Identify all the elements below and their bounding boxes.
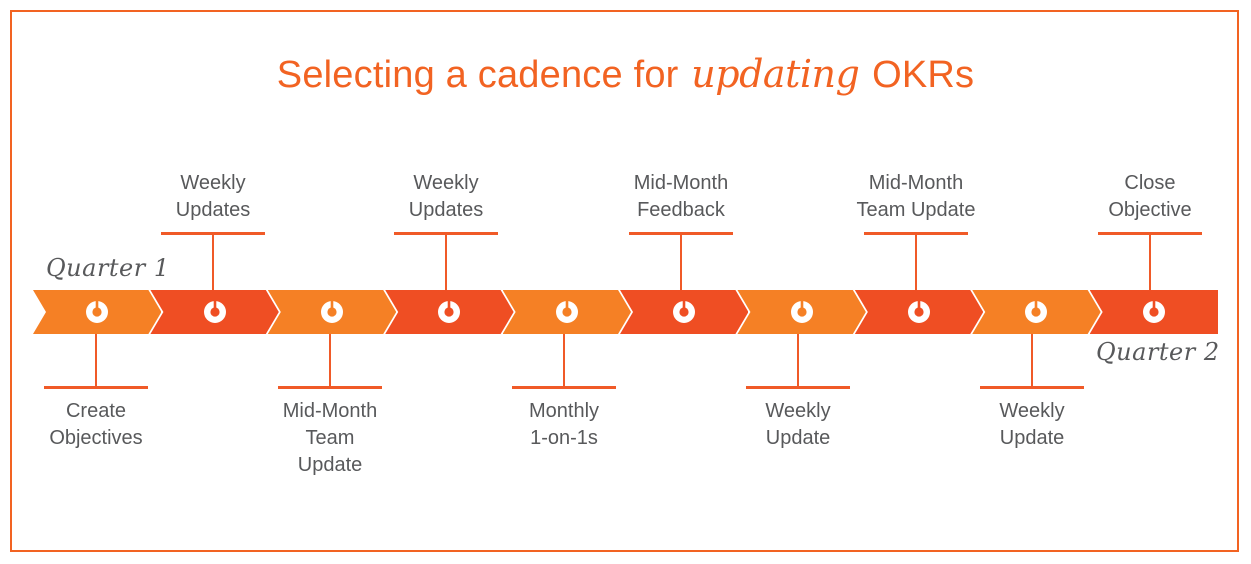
- connector-stem-bottom-1: [95, 334, 97, 386]
- milestone-label-bottom-5: Weekly Update: [999, 400, 1065, 449]
- connector-rule-top-2: [394, 232, 498, 235]
- milestone-label-top-1: Weekly Updates: [175, 172, 251, 221]
- milestone-label-top-5: Close Objective: [1108, 172, 1192, 221]
- connector-stem-bottom-2: [329, 334, 331, 386]
- milestone-label-top-3: Mid-Month Feedback: [633, 172, 729, 221]
- connector-rule-top-4: [864, 232, 968, 235]
- power-icon: [671, 299, 697, 325]
- timeline-segment-2[interactable]: [150, 290, 278, 334]
- connector-rule-bottom-2: [278, 386, 382, 389]
- timeline-segment-8[interactable]: [855, 290, 983, 334]
- timeline-segment-9[interactable]: [972, 290, 1100, 334]
- timeline-segment-3[interactable]: [268, 290, 396, 334]
- power-icon: [84, 299, 110, 325]
- milestone-label-top-4: Mid-Month Team Update: [856, 172, 976, 221]
- milestone-label-bottom-3: Monthly 1-on-1s: [528, 400, 600, 449]
- connector-rule-top-5: [1098, 232, 1202, 235]
- milestone-label-top-2: Weekly Updates: [408, 172, 484, 221]
- page-title: Selecting a cadence for updating OKRs: [0, 52, 1251, 97]
- quarter-1-label: Quarter 1: [46, 254, 170, 282]
- timeline-segment-5[interactable]: [503, 290, 631, 334]
- timeline-segment-6[interactable]: [620, 290, 748, 334]
- power-icon: [1142, 299, 1165, 323]
- timeline-segment-7[interactable]: [737, 290, 865, 334]
- connector-rule-bottom-4: [746, 386, 850, 389]
- milestone-label-bottom-1: Create Objectives: [49, 400, 143, 449]
- milestone-label-bottom-2: Mid-Month Team Update: [282, 400, 378, 476]
- connector-stem-top-1: [212, 232, 214, 290]
- power-icon: [554, 299, 580, 325]
- timeline-band: [33, 290, 1219, 334]
- connector-rule-top-3: [629, 232, 733, 235]
- connector-stem-bottom-4: [797, 334, 799, 386]
- milestone-label-bottom-4: Weekly Update: [765, 400, 831, 449]
- connector-stem-top-4: [915, 232, 917, 290]
- power-icon: [319, 299, 345, 325]
- connector-rule-bottom-3: [512, 386, 616, 389]
- connector-rule-bottom-1: [44, 386, 148, 389]
- connector-stem-top-3: [680, 232, 682, 290]
- connector-rule-bottom-5: [980, 386, 1084, 389]
- title-part-2: OKRs: [861, 54, 975, 96]
- timeline-segment-1[interactable]: [33, 290, 161, 334]
- title-part-1: Selecting a cadence for: [276, 54, 690, 96]
- connector-stem-bottom-3: [563, 334, 565, 386]
- power-icon: [906, 299, 932, 325]
- power-icon: [1023, 299, 1049, 325]
- timeline-segment-4[interactable]: [385, 290, 513, 334]
- title-script-word: updating: [691, 52, 860, 96]
- connector-stem-top-2: [445, 232, 447, 290]
- quarter-2-label: Quarter 2: [1096, 338, 1220, 366]
- power-icon: [789, 299, 815, 325]
- power-icon: [202, 299, 228, 325]
- connector-rule-top-1: [161, 232, 265, 235]
- timeline-segment-10[interactable]: [1089, 290, 1219, 334]
- power-icon: [436, 299, 462, 325]
- connector-stem-bottom-5: [1031, 334, 1033, 386]
- connector-stem-top-5: [1149, 232, 1151, 290]
